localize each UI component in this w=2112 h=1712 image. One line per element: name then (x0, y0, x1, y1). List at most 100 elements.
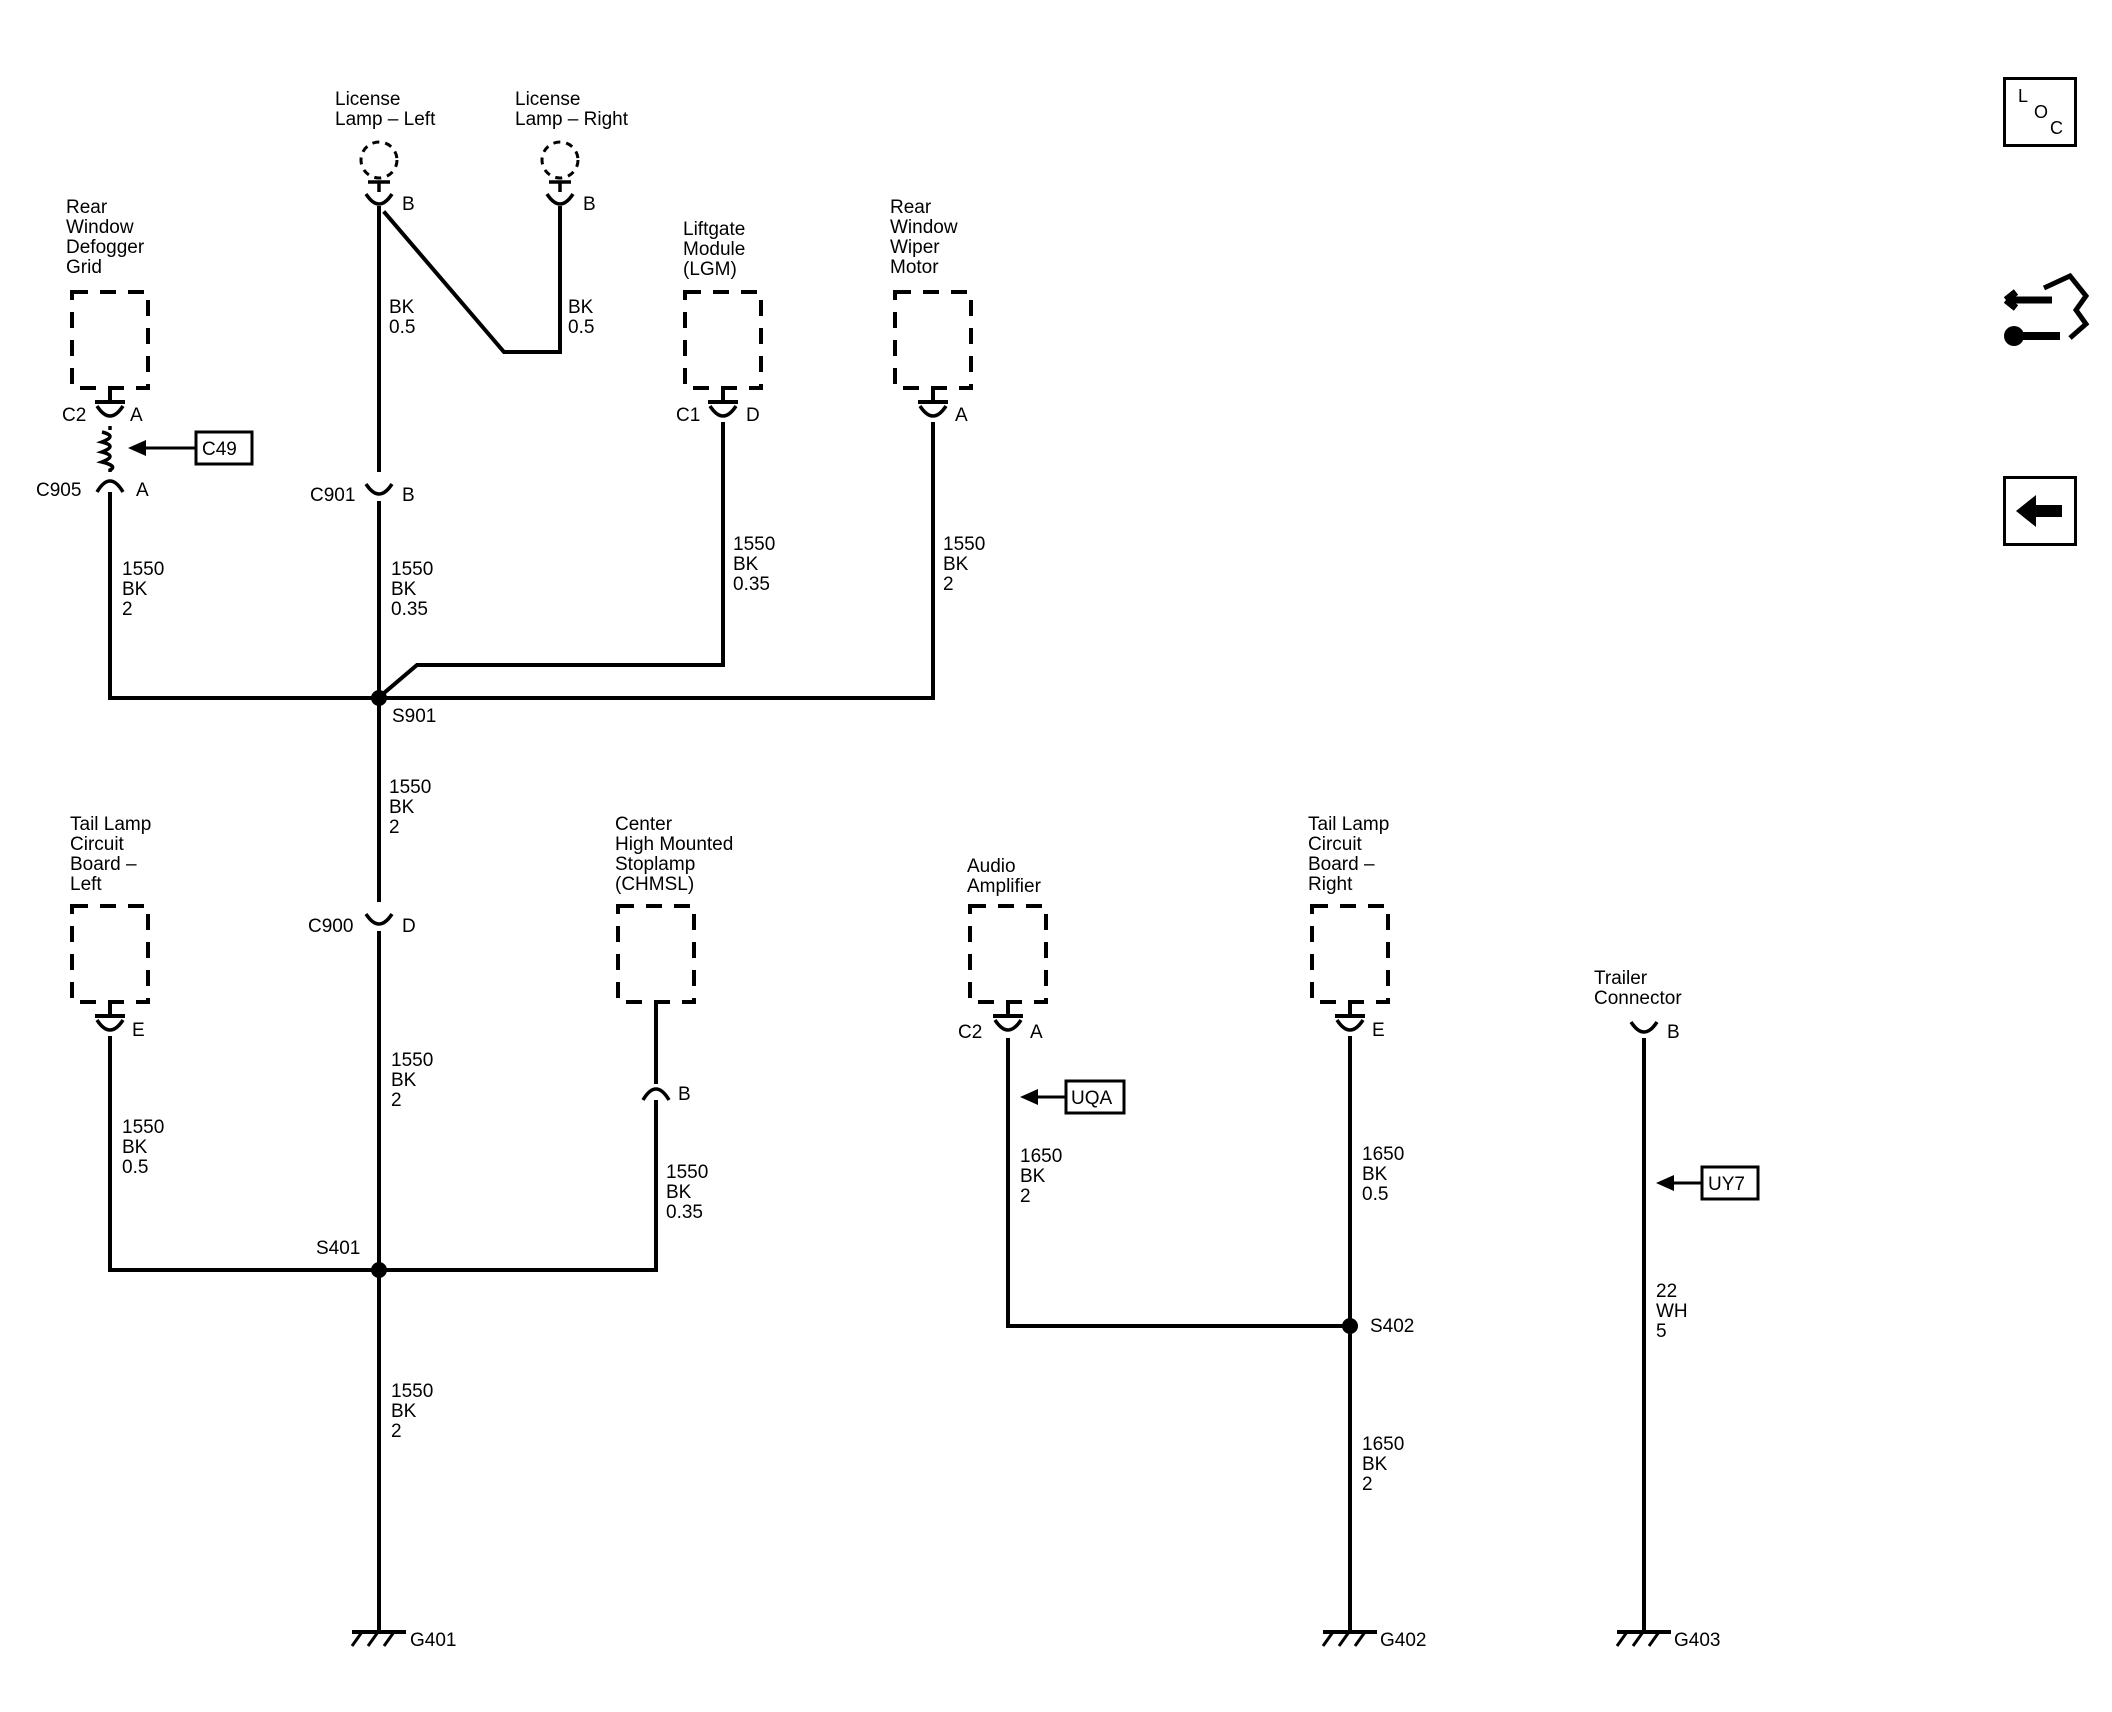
lgm-pin: D (746, 405, 760, 426)
svg-text:22: 22 (1656, 1281, 1677, 1302)
svg-text:BK: BK (1020, 1166, 1046, 1187)
svg-text:Left: Left (70, 874, 102, 895)
connector-wrench-icon[interactable] (2000, 266, 2090, 356)
rear-window-wiper-motor: Rear Window Wiper Motor A (890, 197, 973, 426)
loc-letter-o: O (2034, 102, 2049, 122)
wire-chmsl (377, 1114, 658, 1272)
svg-text:1550: 1550 (391, 559, 433, 580)
wire-tail-left (108, 1036, 381, 1272)
svg-text:BK: BK (122, 1137, 148, 1158)
wire-label-lgm: 1550 BK 0.35 (733, 534, 775, 595)
tail-lamp-circuit-board-right: Tail Lamp Circuit Board – Right E (1308, 814, 1390, 1041)
back-arrow-graphic (2016, 495, 2062, 527)
wire-label-c900-s401: 1550 BK 2 (391, 1050, 433, 1111)
svg-text:Connector: Connector (1594, 988, 1682, 1009)
svg-text:BK: BK (389, 297, 415, 318)
ground-g402: G402 (1321, 1630, 1426, 1651)
trailer-connector: Trailer Connector B (1594, 968, 1682, 1043)
svg-text:(LGM): (LGM) (683, 259, 737, 280)
component-locator-icon[interactable]: L O C (2003, 77, 2077, 147)
trailer-pin: B (1667, 1022, 1680, 1043)
svg-text:Window: Window (66, 217, 134, 238)
wire-label-chmsl: 1550 BK 0.35 (666, 1162, 708, 1223)
splice-s402-label: S402 (1370, 1316, 1414, 1337)
liftgate-module: Liftgate Module (LGM) C1 D (676, 219, 763, 426)
option-c49: C49 (128, 430, 254, 466)
svg-text:Amplifier: Amplifier (967, 876, 1042, 897)
svg-text:1550: 1550 (733, 534, 775, 555)
svg-text:Board –: Board – (70, 854, 137, 875)
svg-text:1550: 1550 (391, 1050, 433, 1071)
svg-text:2: 2 (943, 574, 954, 595)
license-lamp-right-pin: B (583, 194, 596, 215)
svg-text:(CHMSL): (CHMSL) (615, 874, 694, 895)
license-lamp-right: License Lamp – Right B (515, 89, 629, 215)
wire-label-defog: 1550 BK 2 (122, 559, 164, 620)
svg-text:0.35: 0.35 (733, 574, 770, 595)
svg-text:Grid: Grid (66, 257, 102, 278)
svg-text:Circuit: Circuit (1308, 834, 1363, 855)
svg-text:0.5: 0.5 (122, 1157, 148, 1178)
license-lamp-right-label-2: Lamp – Right (515, 109, 629, 130)
svg-text:High Mounted: High Mounted (615, 834, 733, 855)
svg-text:Wiper: Wiper (890, 237, 940, 258)
svg-text:1650: 1650 (1362, 1144, 1404, 1165)
wire-label-s401-g401: 1550 BK 2 (391, 1381, 433, 1442)
wire-lgm (381, 422, 725, 696)
svg-text:2: 2 (122, 599, 133, 620)
svg-text:BK: BK (1362, 1164, 1388, 1185)
option-uqa-label: UQA (1071, 1088, 1113, 1109)
svg-text:BK: BK (1362, 1454, 1388, 1475)
license-lamp-left-label-2: Lamp – Left (335, 109, 436, 130)
splice-s401-label: S401 (316, 1238, 360, 1259)
wire-license-right (382, 206, 562, 354)
wire-label-wiper: 1550 BK 2 (943, 534, 985, 595)
defog-pin-a1: A (130, 405, 143, 426)
svg-text:BK: BK (391, 579, 417, 600)
license-lamp-left: License Lamp – Left B (335, 89, 436, 215)
svg-text:1550: 1550 (122, 1117, 164, 1138)
svg-text:Right: Right (1308, 874, 1353, 895)
option-c49-label: C49 (202, 439, 237, 460)
defog-pin-a2: A (136, 480, 149, 501)
svg-text:Stoplamp: Stoplamp (615, 854, 695, 875)
connector-c900-pin: D (402, 916, 416, 937)
amp-pin: A (1030, 1022, 1043, 1043)
connector-c1-label: C1 (676, 405, 700, 426)
wire-wiper (377, 422, 935, 700)
tail-right-pin: E (1372, 1020, 1385, 1041)
svg-text:Liftgate: Liftgate (683, 219, 745, 240)
svg-text:BK: BK (733, 554, 759, 575)
ground-g402-label: G402 (1380, 1630, 1426, 1651)
svg-text:2: 2 (391, 1421, 402, 1442)
wire-label-c901-s901: 1550 BK 0.35 (391, 559, 433, 620)
svg-text:BK: BK (122, 579, 148, 600)
option-uy7-label: UY7 (1708, 1174, 1745, 1195)
svg-text:WH: WH (1656, 1301, 1688, 1322)
wire-label-tail-left: 1550 BK 0.5 (122, 1117, 164, 1178)
wire-label-trailer: 22 WH 5 (1656, 1281, 1688, 1342)
svg-text:BK: BK (391, 1070, 417, 1091)
svg-text:Motor: Motor (890, 257, 939, 278)
svg-text:5: 5 (1656, 1321, 1667, 1342)
connector-c2-amp-label: C2 (958, 1022, 982, 1043)
svg-text:BK: BK (666, 1182, 692, 1203)
svg-text:1550: 1550 (389, 777, 431, 798)
svg-text:0.5: 0.5 (1362, 1184, 1388, 1205)
connector-c900: C900 D (308, 912, 416, 946)
svg-text:0.5: 0.5 (389, 317, 415, 338)
svg-text:2: 2 (391, 1090, 402, 1111)
license-lamp-left-pin: B (402, 194, 415, 215)
back-arrow-icon[interactable] (2003, 476, 2077, 546)
wire-label-license-right: BK 0.5 (568, 297, 594, 338)
svg-text:2: 2 (389, 817, 400, 838)
svg-text:2: 2 (1362, 1474, 1373, 1495)
connector-c901: C901 B (310, 482, 415, 518)
connector-wrench-graphic (2003, 272, 2090, 346)
tail-lamp-circuit-board-left: Tail Lamp Circuit Board – Left E (70, 814, 151, 1041)
ground-g401: G401 (350, 1630, 456, 1651)
svg-text:1550: 1550 (391, 1381, 433, 1402)
svg-text:1550: 1550 (666, 1162, 708, 1183)
option-uqa: UQA (1020, 1079, 1126, 1115)
